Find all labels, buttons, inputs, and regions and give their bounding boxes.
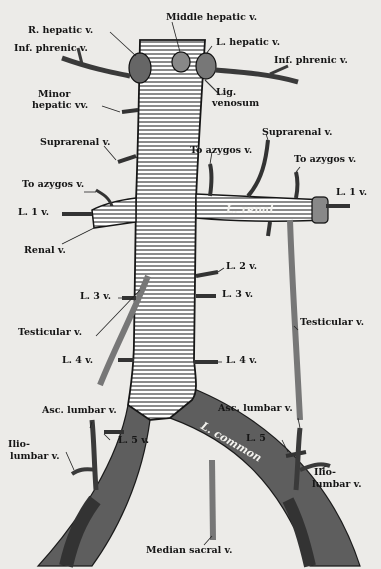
- label-to-azygos-center: To azygos v.: [190, 146, 252, 156]
- label-minor-hepatic-1: Minor: [38, 90, 70, 100]
- label-left-inferior-phrenic-vein: Inf. phrenic v.: [274, 56, 348, 66]
- label-right-l4-vein: L. 4 v.: [62, 356, 93, 366]
- label-left-testicular-vein: Testicular v.: [300, 318, 364, 328]
- label-left-l1-vein: L. 1 v.: [336, 188, 367, 198]
- minor-hepatic-vein: [122, 110, 138, 112]
- label-minor-hepatic-2: hepatic vv.: [32, 101, 88, 111]
- right-ascending-lumbar-vein: [92, 420, 96, 490]
- left-renal-vein-end: [312, 197, 328, 223]
- label-left-iliolumbar-1: Ilio-: [314, 468, 336, 478]
- label-middle-hepatic-vein: Middle hepatic v.: [166, 13, 257, 23]
- azygos-connection-left: [96, 190, 112, 206]
- right-inferior-phrenic-vein: [62, 58, 130, 76]
- inferior-vena-cava: [128, 40, 205, 420]
- label-right-iliolumbar-2: lumbar v.: [10, 452, 60, 462]
- median-sacral-vein: [212, 460, 213, 540]
- left-inferior-phrenic-vein: [215, 70, 298, 82]
- label-right-l3-vein: L. 3 v.: [80, 292, 111, 302]
- label-left-suprarenal-vein: Suprarenal v.: [262, 128, 332, 138]
- label-right-l5-vein: L. 5 v.: [118, 436, 149, 446]
- label-left-ascending-lumbar-vein: Asc. lumbar v.: [218, 404, 293, 414]
- label-left-l2-vein: L. 2 v.: [226, 262, 257, 272]
- middle-hepatic-vein: [172, 52, 190, 72]
- label-left-iliolumbar-2: lumbar v.: [312, 480, 362, 490]
- label-to-azygos-right: To azygos v.: [294, 155, 356, 165]
- label-right-hepatic-vein: R. hepatic v.: [28, 26, 93, 36]
- label-lig-venosum-2: venosum: [212, 99, 259, 109]
- left-renal-lower-branch: [268, 222, 270, 236]
- label-left-l4-vein: L. 4 v.: [226, 356, 257, 366]
- label-to-azygos-left: To azygos v.: [22, 180, 84, 190]
- label-left-l3-vein: L. 3 v.: [222, 290, 253, 300]
- right-iliolumbar-vein: [72, 469, 96, 474]
- label-median-sacral-vein: Median sacral v.: [146, 546, 232, 556]
- vessel-label-renal: L. renal: [225, 203, 274, 216]
- left-inferior-phrenic-branch: [270, 66, 288, 74]
- azygos-connection-right: [296, 172, 298, 198]
- label-right-l1-vein: L. 1 v.: [18, 208, 49, 218]
- label-right-suprarenal-vein: Suprarenal v.: [40, 138, 110, 148]
- left-testicular-vein: [290, 220, 300, 420]
- right-suprarenal-vein: [118, 156, 136, 162]
- label-left-l5-vein: L. 5: [246, 434, 266, 444]
- label-right-ascending-lumbar-vein: Asc. lumbar v.: [42, 406, 117, 416]
- left-hepatic-vein: [196, 53, 216, 79]
- left-l2-vein: [196, 272, 218, 276]
- azygos-connection-center: [210, 164, 212, 196]
- label-left-hepatic-vein: L. hepatic v.: [216, 38, 280, 48]
- right-renal-vein: [92, 198, 136, 228]
- label-lig-venosum-1: Lig.: [216, 88, 236, 98]
- label-right-testicular-vein: Testicular v.: [18, 328, 82, 338]
- label-right-iliolumbar-1: Ilio-: [8, 440, 30, 450]
- label-right-renal-vein: Renal v.: [24, 246, 66, 256]
- right-hepatic-vein: [129, 53, 151, 83]
- label-right-inferior-phrenic-vein: Inf. phrenic v.: [14, 44, 88, 54]
